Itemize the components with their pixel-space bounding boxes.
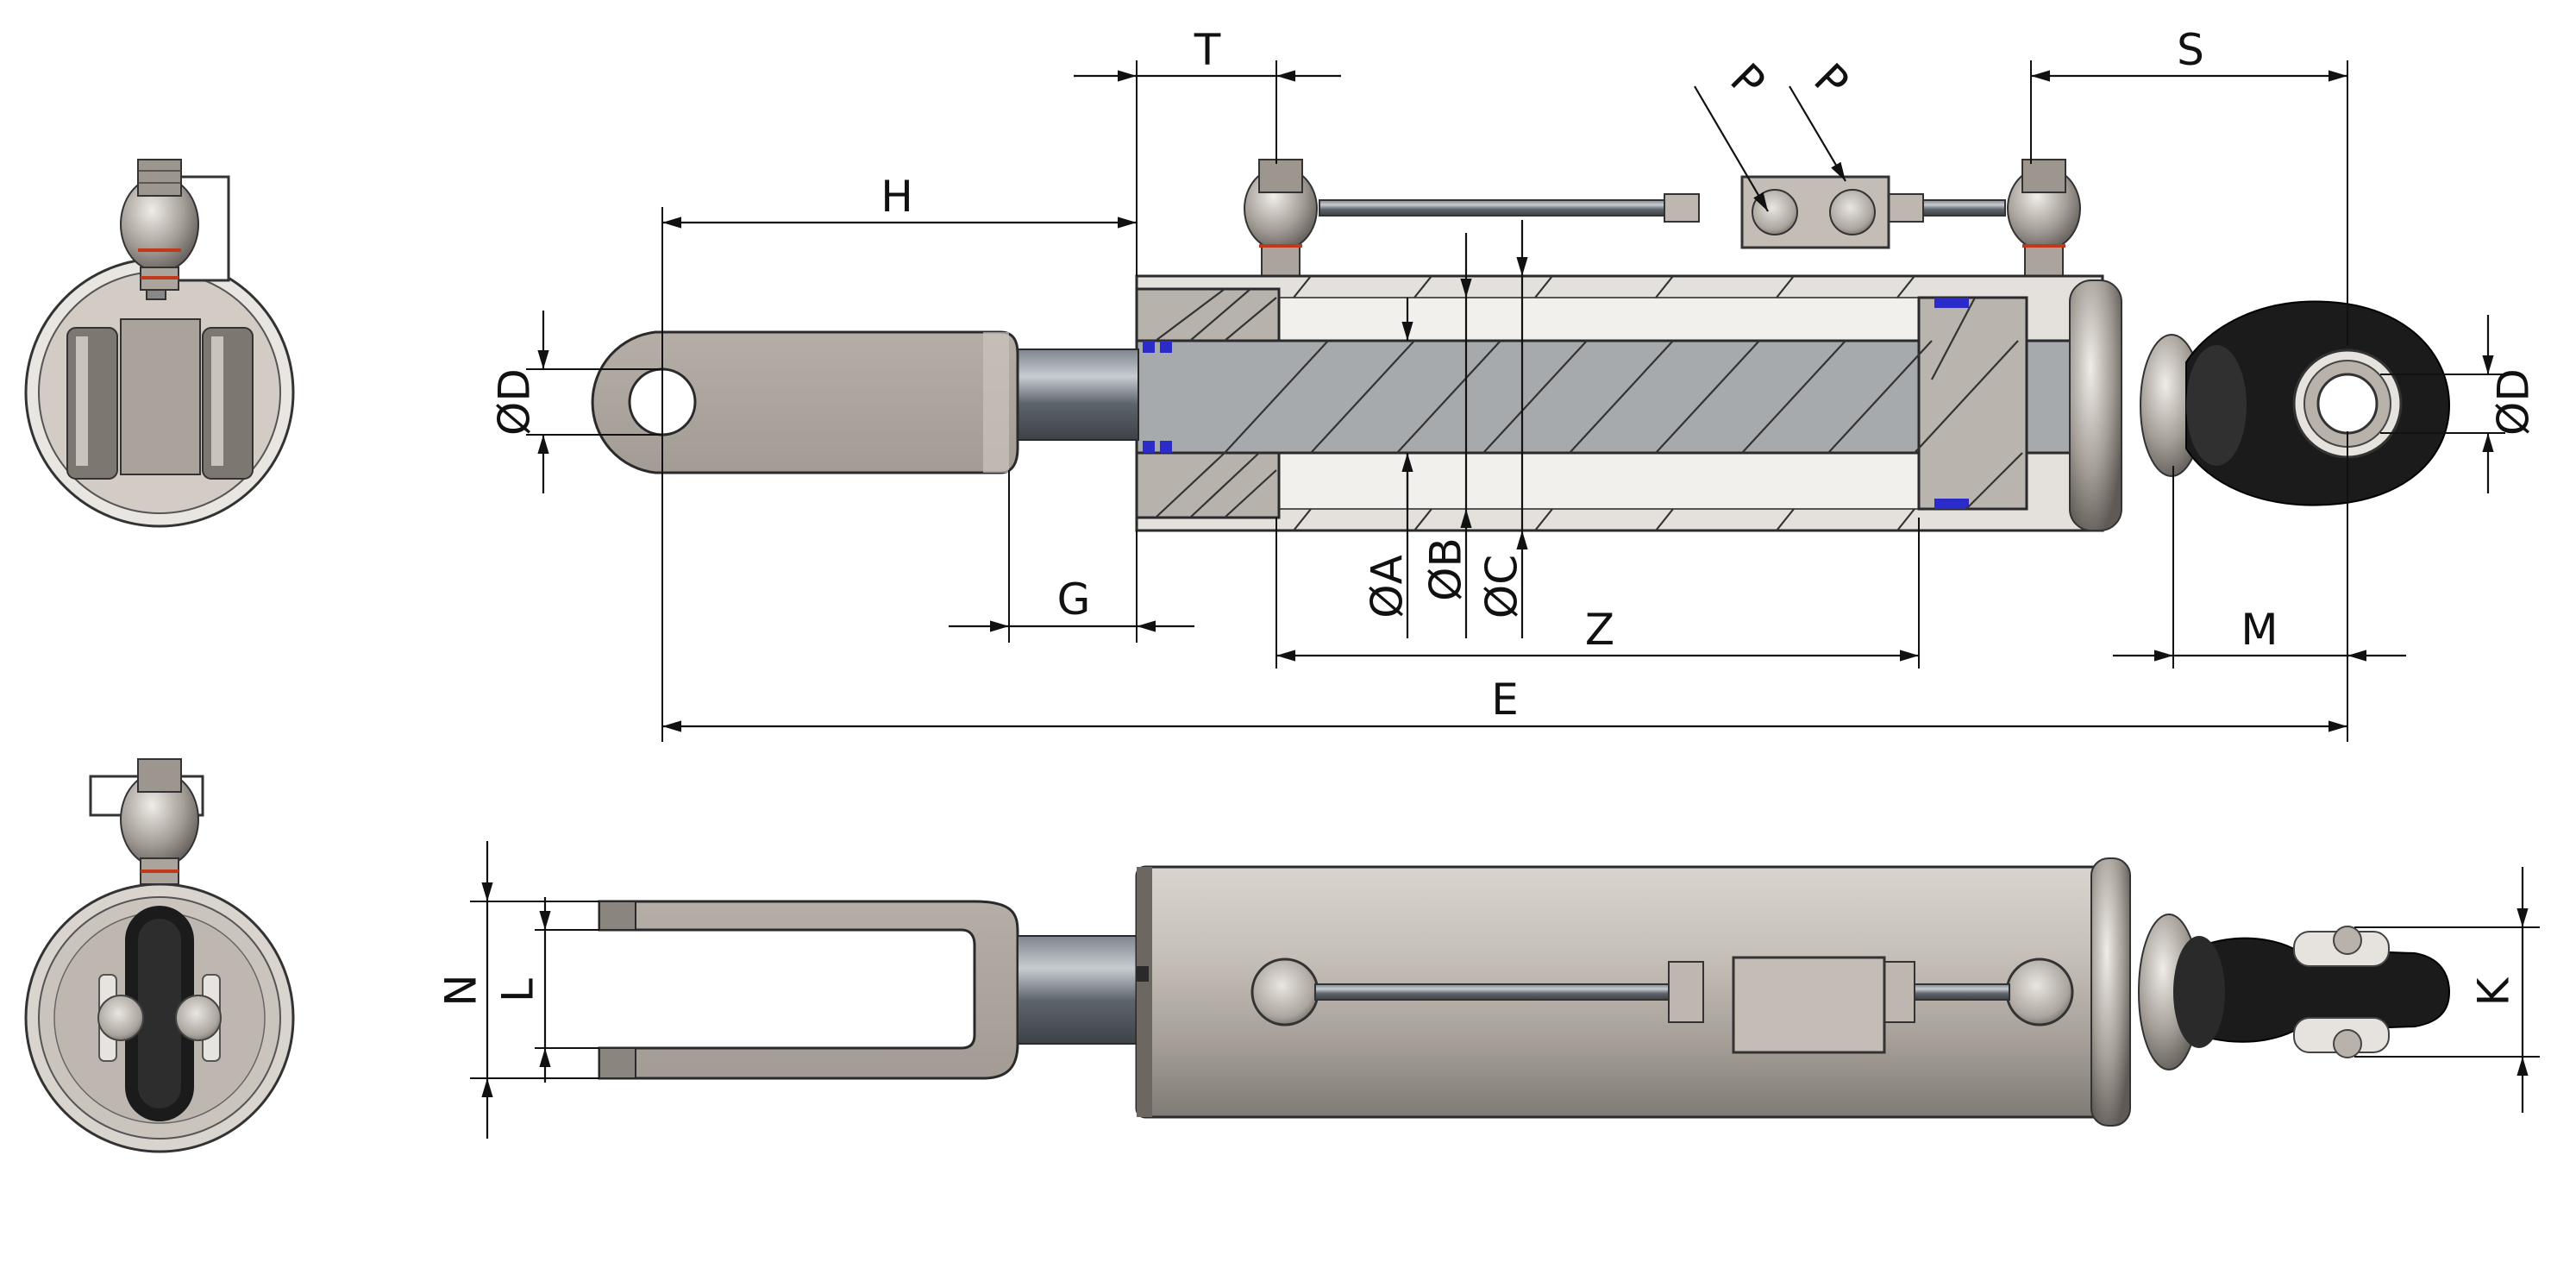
section-view [591, 159, 2451, 532]
dim-B-label: ØB [1421, 537, 1471, 601]
dim-G-label: G [1057, 574, 1091, 625]
end-view-top [24, 159, 295, 528]
dim-P2-label: P [1804, 53, 1858, 107]
dim-N-label: N [436, 974, 486, 1006]
dim-P1-label: P [1720, 53, 1774, 107]
dim-L-label: L [493, 978, 543, 1002]
dim-D-left-label: ØD [490, 368, 540, 436]
dim-H-label: H [881, 172, 913, 222]
dim-K-label: K [2469, 976, 2519, 1006]
dim-E-label: E [1491, 675, 1519, 725]
dim-A-label: ØA [1363, 555, 1413, 618]
end-view-bottom [24, 758, 295, 1153]
dim-S-label: S [2177, 25, 2204, 75]
dim-C-label: ØC [1477, 555, 1527, 618]
dim-M-label: M [2241, 605, 2278, 655]
dim-D-right-label: ØD [2489, 368, 2539, 436]
dim-Z-label: Z [1585, 605, 1614, 655]
exterior-view [598, 857, 2451, 1127]
section-hatching [1155, 275, 2023, 531]
dim-T-label: T [1194, 25, 1221, 75]
